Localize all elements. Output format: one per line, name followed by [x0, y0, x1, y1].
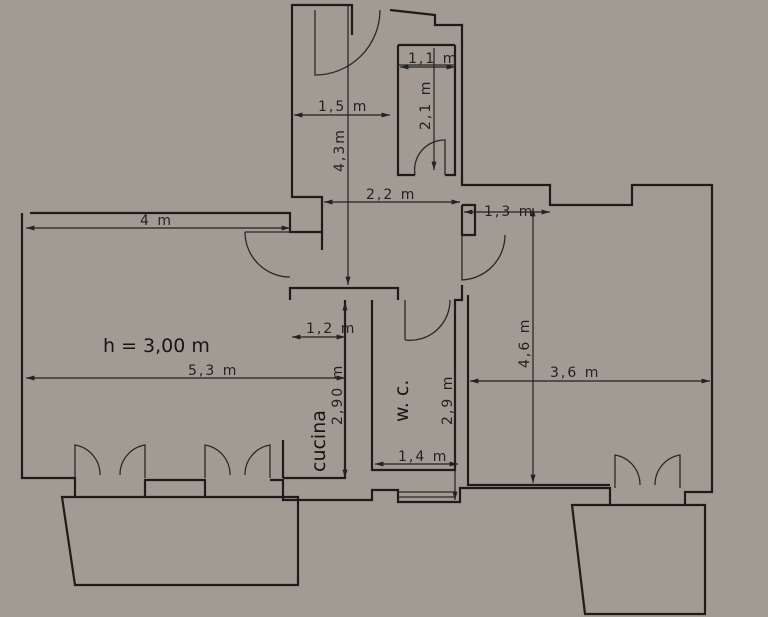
room-label-wc: w. c.: [391, 380, 413, 422]
balcony-right: [570, 503, 707, 616]
dim-bedroom-width: 3,6 m: [550, 365, 600, 381]
dim-closet-width: 1,1 m: [408, 51, 458, 67]
dim-living-width: 5,3 m: [188, 363, 238, 379]
dim-entry-length: 4,3m: [332, 128, 348, 172]
dim-kitchen-length: 2,90 m: [330, 364, 346, 425]
balconies: [60, 495, 707, 616]
dim-kitchen-width: 1,2 m: [306, 321, 356, 337]
dim-entry-width: 1,5 m: [318, 99, 368, 115]
dim-hall-width: 2,2 m: [366, 187, 416, 203]
dim-right-passage: 1,3 m: [484, 204, 534, 220]
balcony-left: [60, 495, 300, 587]
dim-living-top: 4 m: [140, 213, 173, 229]
dim-wc-length: 2,9 m: [440, 375, 456, 425]
ceiling-height-label: h = 3,00 m: [103, 335, 210, 357]
dimension-lines: [26, 5, 710, 500]
room-label-kitchen: cucina: [308, 410, 330, 472]
outer-walls: [20, 3, 714, 505]
doors: [74, 9, 681, 488]
dim-wc-width: 1,4 m: [398, 449, 448, 465]
dim-closet-depth: 2,1 m: [418, 80, 434, 130]
dim-bedroom-length: 4,6 m: [517, 318, 533, 368]
